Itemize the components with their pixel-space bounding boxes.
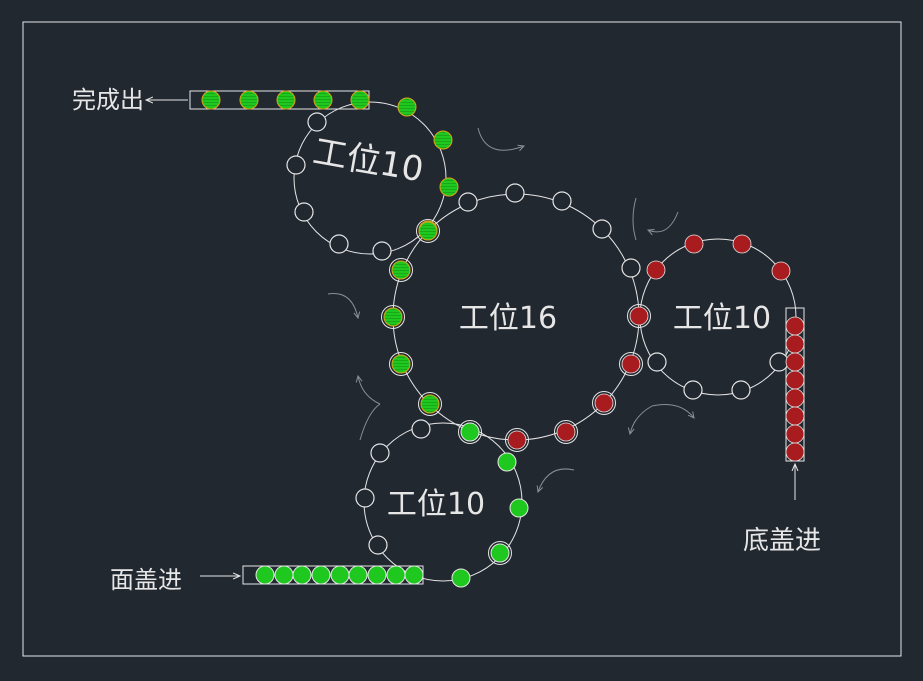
wheel-bottom-label: 工位10 <box>387 487 485 522</box>
wheel-center-station-hatch <box>420 223 436 239</box>
wheel-center-station <box>629 306 649 326</box>
wheel-bottom-station <box>411 419 431 439</box>
wheel-center-station <box>556 422 576 442</box>
top-cover-part <box>330 565 350 585</box>
wheel-center-station-hatch <box>422 396 438 412</box>
wheel-bottom-station-ring <box>488 541 512 565</box>
wheel-bottom-station <box>497 452 517 472</box>
wheel-right-station <box>683 380 703 400</box>
wheel-center-station-ring <box>554 420 578 444</box>
wheel-right-station <box>647 352 667 372</box>
drawing-border <box>22 21 902 657</box>
wheel-center-station-ring <box>592 391 616 415</box>
wheel-top-left-station <box>372 241 392 261</box>
wheel-right-station <box>684 234 704 254</box>
wheel-center-station <box>594 393 614 413</box>
wheel-bottom-station <box>368 535 388 555</box>
wheel-center-station <box>592 219 612 239</box>
parts-layer <box>201 90 805 588</box>
wheel-right-station <box>769 352 789 372</box>
bottom-cover-part <box>785 352 805 372</box>
wheel-bottom-station <box>490 543 510 563</box>
output-part-hatch <box>315 92 331 108</box>
rotation-arrow-right-bottom <box>651 404 694 419</box>
wheel-center-station <box>460 422 480 442</box>
output-part-hatch <box>241 92 257 108</box>
wheel-top-left-label: 工位10 <box>310 132 427 191</box>
rotation-arrow-bottom <box>538 468 575 492</box>
wheel-top-left-station-hatch <box>441 179 457 195</box>
wheel-right-station <box>732 234 752 254</box>
top-cover-part <box>274 565 294 585</box>
wheel-center-station <box>552 191 572 211</box>
wheel-bottom-station <box>355 488 375 508</box>
wheel-top-left-station <box>286 155 306 175</box>
rotation-arrow-left-mid <box>327 293 358 319</box>
wheel-center-station-ring <box>458 420 482 444</box>
wheel-center-station-ring <box>389 258 413 282</box>
wheel-bottom-station <box>451 568 471 588</box>
wheel-center-station-hatch <box>385 309 401 325</box>
top-cover-part <box>311 565 331 585</box>
bottom-cover-part <box>785 406 805 426</box>
top-cover-part <box>348 565 368 585</box>
rotation-arrow-top <box>477 127 524 150</box>
output-label: 完成出 <box>72 86 144 114</box>
top-cover-part <box>292 565 312 585</box>
wheel-top-left-station <box>307 112 327 132</box>
output-part-hatch <box>352 92 368 108</box>
wheel-bottom-station <box>509 498 529 518</box>
wheel-center-station <box>507 430 527 450</box>
bottom-cover-part <box>785 316 805 336</box>
bottom-cover-part <box>785 370 805 390</box>
rotation-arrow-left-low-b <box>358 376 381 405</box>
output-part-hatch <box>203 92 219 108</box>
bottom-cover-part <box>785 424 805 444</box>
wheel-center-station-ring <box>416 219 440 243</box>
wheel-center-station-hatch <box>393 356 409 372</box>
wheel-right-station <box>771 261 791 281</box>
rotation-arrow-right-top-tail <box>632 197 637 241</box>
wheel-bottom-station <box>370 443 390 463</box>
wheel-right-station <box>646 260 666 280</box>
wheel-top-left-station <box>329 234 349 254</box>
wheel-center-station-ring <box>619 352 643 376</box>
wheel-center-station-ring <box>418 392 442 416</box>
top-cover-part <box>386 565 406 585</box>
wheel-center-station <box>458 192 478 212</box>
wheel-center-station <box>621 258 641 278</box>
wheel-top-left-station <box>294 202 314 222</box>
wheel-top-left-station-hatch <box>435 132 451 148</box>
rotation-arrow-left-low-a <box>359 403 381 441</box>
wheel-center-label: 工位16 <box>459 301 557 336</box>
wheel-right-label: 工位10 <box>673 301 771 336</box>
rotation-arrow-right-top <box>648 211 679 232</box>
wheel-center-station <box>621 354 641 374</box>
top-cover-part <box>255 565 275 585</box>
top-cover-part <box>404 565 424 585</box>
wheel-right-station <box>731 380 751 400</box>
output-part-hatch <box>278 92 294 108</box>
wheel-top-left-station-hatch <box>399 99 415 115</box>
wheel-center-station-ring <box>381 305 405 329</box>
bottom-cover-part <box>785 334 805 354</box>
wheel-center-station-hatch <box>393 262 409 278</box>
bottom-cover-part <box>785 388 805 408</box>
top-cover-label: 面盖进 <box>110 566 182 594</box>
rotation-arrow-right-bottom-b <box>630 405 653 434</box>
top-cover-part <box>367 565 387 585</box>
wheel-center-station <box>505 183 525 203</box>
wheel-center-station-ring <box>389 352 413 376</box>
bottom-cover-part <box>785 442 805 462</box>
bottom-cover-label: 底盖进 <box>743 526 821 556</box>
wheel-center-station-ring <box>505 428 529 452</box>
wheel-center-station-ring <box>627 304 651 328</box>
